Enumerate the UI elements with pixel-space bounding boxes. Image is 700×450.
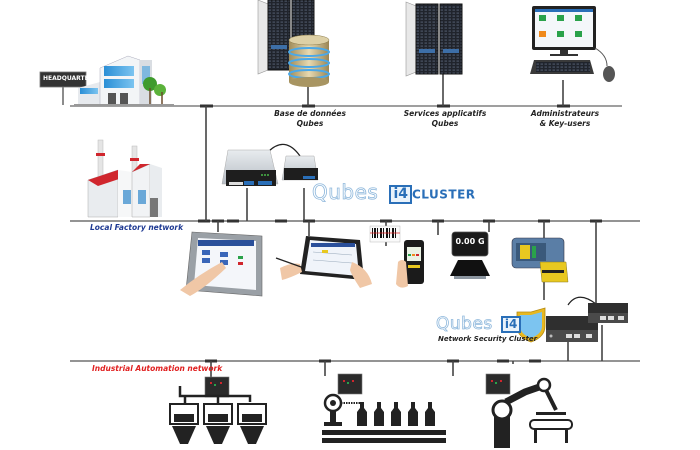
- plc-controller-robot: [485, 373, 511, 395]
- i4-badge-security: i4: [500, 316, 522, 333]
- qubes-wordmark-security: Qubes: [436, 314, 493, 335]
- silo-tanks: [169, 386, 267, 444]
- i4-badge: i4: [389, 185, 412, 204]
- database-label-line1: Base de données: [274, 109, 346, 118]
- database-label: Base de données Qubes: [265, 109, 355, 129]
- database-cylinder-icon: [288, 34, 330, 87]
- admins-label-line1: Administrateurs: [530, 109, 600, 118]
- admins-label-line2: & Key-users: [539, 119, 591, 128]
- app-services-label-line1: Services applicatifs: [403, 109, 487, 118]
- headquarters-building: [39, 55, 174, 106]
- bottling-line: [322, 393, 446, 443]
- plc-controller-silos: [204, 376, 230, 398]
- admins-label: Administrateurs & Key-users: [520, 109, 610, 129]
- weighing-scale: [450, 231, 490, 279]
- plc-controller-bottling: [337, 373, 363, 395]
- application-server-racks: [405, 1, 463, 77]
- barcode-scanner-handheld: [369, 225, 424, 288]
- scale-display-readout: 0.00 G: [455, 237, 485, 246]
- network-security-cluster-label: Network Security Cluster: [438, 335, 538, 343]
- industrial-automation-network-label: Industrial Automation network: [92, 364, 223, 373]
- tablet-with-stylus: [275, 236, 372, 288]
- qubes-wordmark: Qubes: [312, 180, 379, 205]
- label-printer: [511, 237, 569, 283]
- cluster-wordmark: CLUSTER: [411, 187, 476, 202]
- shield-icon: [516, 307, 546, 343]
- database-label-line2: Qubes: [296, 119, 324, 128]
- touch-panel-pc: [180, 231, 263, 297]
- qubes-i4-security-logo: Qubes i4 Network Security Cluster: [436, 314, 538, 343]
- app-services-label-line2: Qubes: [431, 119, 459, 128]
- app-services-label: Services applicatifs Qubes: [395, 109, 495, 129]
- admin-workstation: [530, 6, 615, 82]
- local-factory-building: [87, 139, 162, 218]
- headquarters-sign: HEADQUARTERS: [43, 75, 98, 82]
- network-drops: [205, 72, 603, 380]
- robot-arm: [491, 377, 573, 448]
- local-factory-network-label: Local Factory network: [90, 223, 184, 232]
- qubes-cluster-appliances: [221, 143, 319, 186]
- network-security-appliances: [546, 296, 628, 342]
